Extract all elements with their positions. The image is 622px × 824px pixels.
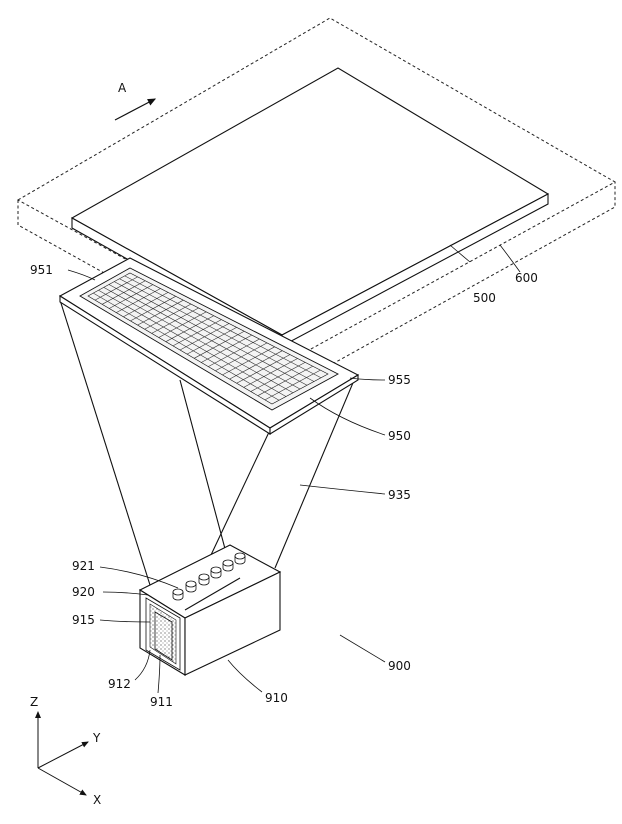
label-500: 500	[473, 291, 496, 305]
label-912: 912	[108, 677, 131, 691]
label-910: 910	[265, 691, 288, 705]
label-951: 951	[30, 263, 53, 277]
label-935: 935	[388, 488, 411, 502]
label-911: 911	[150, 695, 173, 709]
view-arrow-a: A	[115, 81, 155, 120]
label-915: 915	[72, 613, 95, 627]
label-900: 900	[388, 659, 411, 673]
label-600: 600	[515, 271, 538, 285]
view-arrow-label: A	[118, 81, 127, 95]
unit-910	[140, 545, 280, 675]
label-955: 955	[388, 373, 411, 387]
axis-y-label: Y	[92, 731, 101, 745]
axis-x-label: X	[93, 793, 101, 807]
label-950: 950	[388, 429, 411, 443]
label-921: 921	[72, 559, 95, 573]
axis-z-label: Z	[30, 695, 38, 709]
label-920: 920	[72, 585, 95, 599]
axes-triad: Z Y X	[30, 695, 101, 807]
